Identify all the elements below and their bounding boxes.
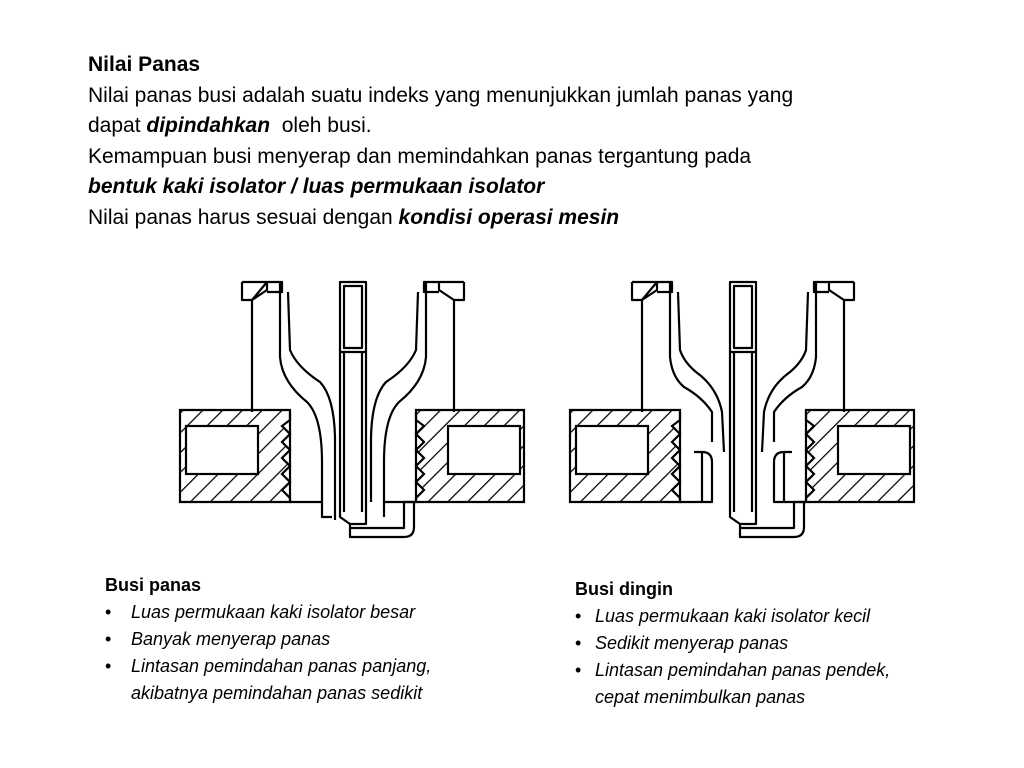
list-item-text-continued: akibatnya pemindahan panas sedikit bbox=[131, 683, 423, 703]
list-item: • Sedikit menyerap panas bbox=[575, 630, 1005, 657]
cold-plug-bullet-list: • Luas permukaan kaki isolator kecil • Sed… bbox=[575, 603, 1005, 711]
intro-line-3-text: Kemampuan busi menyerap dan memindahkan … bbox=[88, 144, 752, 168]
cold-spark-plug-figure bbox=[562, 262, 922, 554]
intro-emphasis-kondisi: kondisi operasi mesin bbox=[398, 205, 620, 229]
hot-plug-bullet-list: • Luas permukaan kaki isolator besar • Ban… bbox=[105, 599, 535, 707]
bullet-glyph: • bbox=[105, 602, 112, 622]
bullet-glyph: • bbox=[105, 656, 112, 676]
hot-plug-caption: Busi panas • Luas permukaan kaki isolator… bbox=[105, 572, 535, 707]
intro-line-2-prefix: dapat bbox=[88, 114, 147, 137]
list-item: • Banyak menyerap panas bbox=[105, 626, 535, 653]
intro-text-block: Nilai Panas Nilai panas busi adalah suat… bbox=[88, 50, 988, 233]
cold-spark-plug-cross-section bbox=[568, 280, 916, 539]
list-item-text-continued: cepat menimbulkan panas bbox=[595, 687, 806, 707]
insulator-outline bbox=[668, 282, 714, 442]
cold-plug-caption-title: Busi dingin bbox=[575, 579, 673, 599]
intro-line-2-suffix: oleh busi. bbox=[270, 114, 372, 137]
intro-line-2: dapat dipindahkan oleh busi. bbox=[88, 111, 988, 142]
bullet-glyph: • bbox=[575, 660, 582, 680]
list-item: • Luas permukaan kaki isolator kecil bbox=[575, 603, 1005, 630]
list-item-text: Banyak menyerap panas bbox=[131, 629, 331, 649]
intro-line-1: Nilai panas busi adalah suatu indeks yan… bbox=[88, 81, 988, 112]
list-item-text: Luas permukaan kaki isolator besar bbox=[131, 602, 416, 622]
list-item-text: Luas permukaan kaki isolator kecil bbox=[595, 606, 871, 626]
hot-spark-plug-cross-section bbox=[178, 280, 526, 539]
list-item: • Lintasan pemindahan panas pendek, cepat … bbox=[575, 657, 1005, 711]
shell-outline bbox=[630, 280, 659, 412]
cold-plug-caption: Busi dingin • Luas permukaan kaki isolato… bbox=[575, 576, 1005, 711]
bullet-glyph: • bbox=[105, 629, 112, 649]
ground-electrode bbox=[348, 500, 416, 539]
insulator-outline bbox=[278, 282, 332, 519]
list-item: • Lintasan pemindahan panas panjang, akiba… bbox=[105, 653, 535, 707]
intro-line-3: Kemampuan busi menyerap dan memindahkan … bbox=[88, 142, 988, 173]
hot-spark-plug-figure bbox=[172, 262, 532, 554]
intro-line-5: Nilai panas harus sesuai dengan kondisi … bbox=[88, 203, 988, 234]
page-title: Nilai Panas bbox=[88, 53, 201, 76]
intro-line-5-prefix: Nilai panas harus sesuai dengan bbox=[88, 205, 399, 229]
intro-emphasis-dipindahkan: dipindahkan bbox=[146, 114, 271, 137]
list-item: • Luas permukaan kaki isolator besar bbox=[105, 599, 535, 626]
bullet-glyph: • bbox=[575, 633, 582, 653]
intro-line-4: bentuk kaki isolator / luas permukaan is… bbox=[88, 172, 988, 203]
bullet-glyph: • bbox=[575, 606, 582, 626]
hot-plug-caption-title: Busi panas bbox=[105, 575, 202, 595]
list-item-text: Lintasan pemindahan panas panjang, bbox=[131, 656, 432, 676]
list-item-text: Sedikit menyerap panas bbox=[595, 633, 789, 653]
intro-line-1-text: Nilai panas busi adalah suatu indeks yan… bbox=[88, 83, 794, 107]
ground-electrode bbox=[738, 500, 806, 539]
list-item-text: Lintasan pemindahan panas pendek, bbox=[595, 660, 891, 680]
shell-outline bbox=[240, 280, 269, 412]
intro-emphasis-isolator: bentuk kaki isolator / luas permukaan is… bbox=[88, 175, 545, 198]
